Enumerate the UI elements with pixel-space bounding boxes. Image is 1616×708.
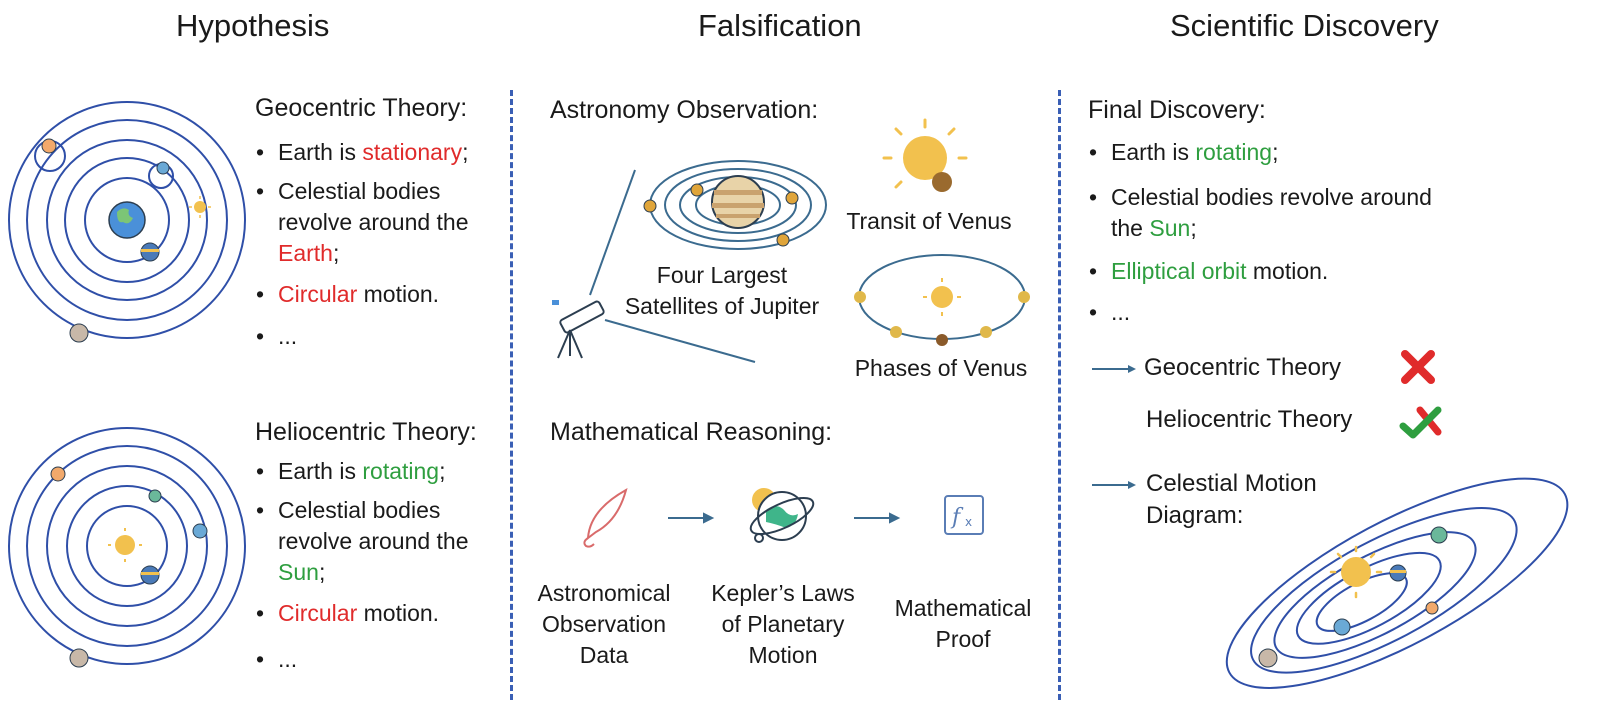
venus-phases <box>854 254 1030 346</box>
discovery-bullet-1: •Earth is rotating; <box>1089 139 1279 165</box>
phases-label: Phases of Venus <box>854 355 1028 381</box>
geocentric-bullet-4: •... <box>256 323 298 349</box>
math-heading: Mathematical Reasoning: <box>550 418 833 446</box>
geocentric-bullet-3: •Circular motion. <box>256 281 440 307</box>
column-divider-right <box>1058 90 1061 700</box>
check-icon <box>1399 406 1442 439</box>
math-flow: f x <box>583 487 984 548</box>
heliocentric-diagram <box>8 427 246 668</box>
quill-icon <box>583 487 628 548</box>
result-arrow-1 <box>1092 365 1136 373</box>
sun-icon <box>108 528 142 562</box>
planet-icon <box>1258 526 1448 668</box>
geocentric-result: Geocentric Theory <box>1144 354 1341 381</box>
jupiter-system <box>643 160 827 250</box>
geocentric-diagram <box>8 101 246 343</box>
earth-icon <box>108 201 146 239</box>
discovery-bullet-3: •Elliptical orbit motion. <box>1089 258 1329 284</box>
astronomy-heading: Astronomy Observation: <box>550 96 819 124</box>
heliocentric-heading: Heliocentric Theory: <box>255 418 477 446</box>
sun-icon <box>882 118 968 192</box>
transit-label: Transit of Venus <box>846 208 1012 234</box>
cross-icon <box>1401 350 1435 384</box>
heliocentric-bullet-4: •... <box>256 646 298 672</box>
heliocentric-result: Heliocentric Theory <box>1146 406 1353 433</box>
geocentric-bullet-1: •Earth is stationary; <box>256 139 469 165</box>
globe-icon <box>749 488 815 543</box>
svg-text:x: x <box>965 515 972 529</box>
planet-icon <box>41 138 170 343</box>
sun-icon <box>189 196 211 218</box>
heliocentric-bullet-1: •Earth is rotating; <box>256 458 446 484</box>
formula-icon: f x <box>944 495 984 535</box>
hypothesis-title: Hypothesis <box>176 8 330 43</box>
discovery-title: Scientific Discovery <box>1170 8 1439 43</box>
result-arrow-2 <box>1092 481 1136 489</box>
column-divider-left <box>510 90 513 700</box>
jupiter-icon <box>711 175 765 229</box>
final-discovery-heading: Final Discovery: <box>1088 96 1266 124</box>
astronomy-illustration <box>552 118 1030 363</box>
telescope-icon <box>552 300 605 359</box>
planet-icon <box>50 466 208 668</box>
falsification-title: Falsification <box>698 8 862 43</box>
heliocentric-bullet-3: •Circular motion. <box>256 600 440 626</box>
discovery-bullet-4: •... <box>1089 299 1131 325</box>
geocentric-heading: Geocentric Theory: <box>255 94 468 122</box>
sun-icon <box>1329 545 1383 599</box>
celestial-motion-diagram <box>1225 477 1569 689</box>
